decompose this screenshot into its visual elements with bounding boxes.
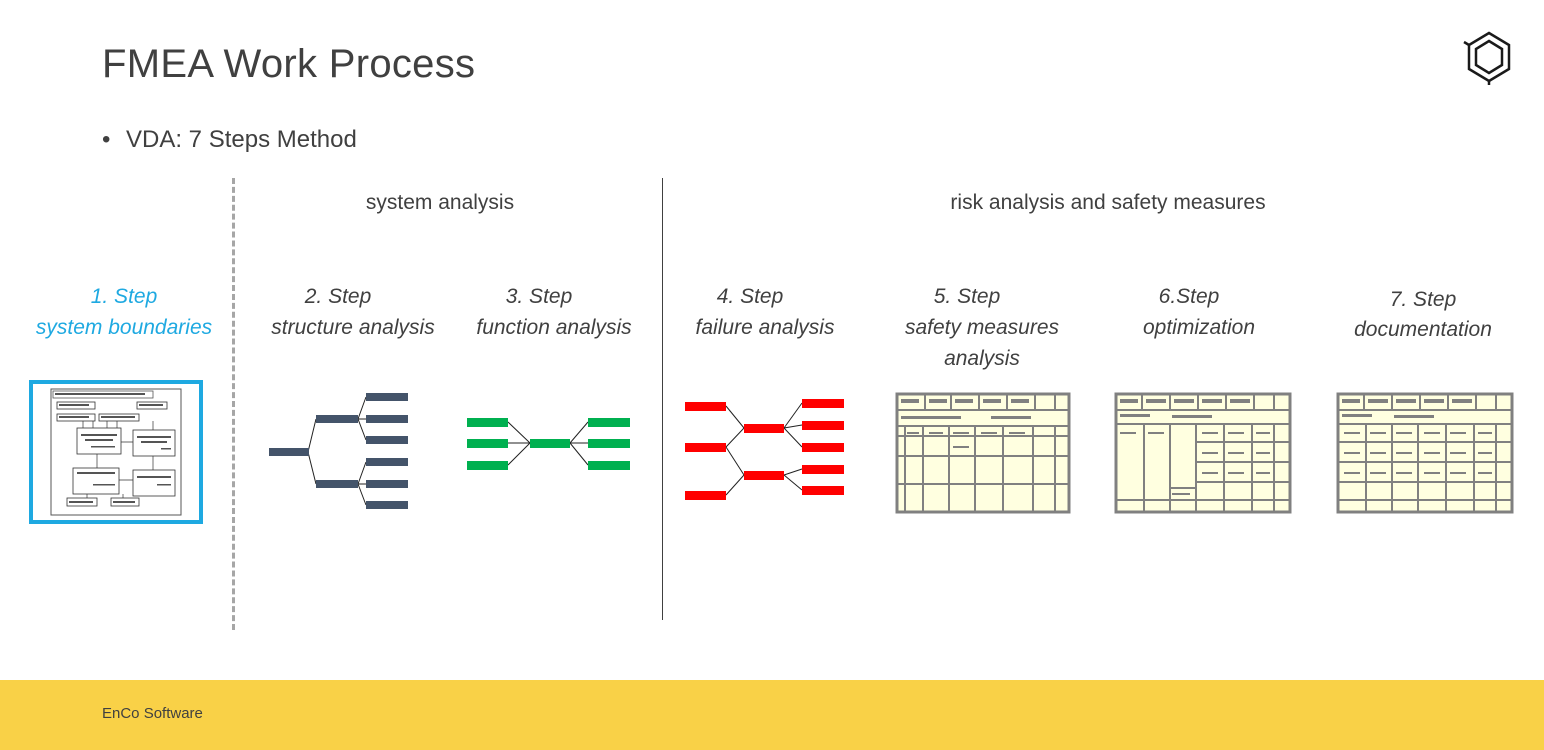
step-7-label: documentation <box>1354 318 1492 341</box>
step-6-label: optimization <box>1142 316 1256 339</box>
function-net-icon <box>467 418 630 470</box>
form-sheet-icon <box>1336 392 1514 514</box>
structure-tree-icon <box>269 393 408 509</box>
step-1-label: system boundaries <box>35 316 213 339</box>
bullet-text: VDA: 7 Steps Method <box>126 126 357 153</box>
footer-company: EnCo Software <box>102 705 203 722</box>
hexagon-logo-icon <box>1463 31 1511 85</box>
block-diagram-icon <box>50 388 182 516</box>
section-system-analysis: system analysis <box>365 191 515 214</box>
form-sheet-icon <box>1114 392 1292 514</box>
step-6-number: 6.Step <box>1158 285 1220 308</box>
bullet-dot: • <box>102 126 111 153</box>
failure-net-icon <box>685 399 844 500</box>
step-2-number: 2. Step <box>304 285 372 308</box>
step-2-label: structure analysis <box>271 316 435 339</box>
bullet-item: • VDA: 7 Steps Method <box>102 126 357 154</box>
step-7-number: 7. Step <box>1389 288 1457 311</box>
step-1: 1. Step system boundaries <box>36 281 212 343</box>
section-risk-analysis: risk analysis and safety measures <box>950 191 1266 214</box>
step-5-label: safety measures analysis <box>904 316 1060 370</box>
step-7: 7. Step documentation <box>1354 285 1492 345</box>
step-4: 4. Step failure analysis <box>696 281 835 343</box>
form-sheet-icon <box>895 392 1071 514</box>
footer-bar <box>0 680 1544 750</box>
step-5-number: 5. Step <box>933 285 1001 308</box>
step-3-number: 3. Step <box>505 285 573 308</box>
solid-divider <box>662 178 663 620</box>
step-6: 6.Step optimization <box>1143 281 1255 343</box>
step-4-label: failure analysis <box>695 316 835 339</box>
step-2: 2. Step structure analysis <box>271 281 434 343</box>
dashed-divider <box>232 178 235 630</box>
step-3: 3. Step function analysis <box>476 281 631 343</box>
step-5: 5. Step safety measures analysis <box>887 281 1077 374</box>
page-title: FMEA Work Process <box>102 42 476 86</box>
step-3-label: function analysis <box>476 316 632 339</box>
step-1-number: 1. Step <box>90 285 158 308</box>
system-boundary-frame <box>29 380 203 524</box>
step-4-number: 4. Step <box>716 285 784 308</box>
